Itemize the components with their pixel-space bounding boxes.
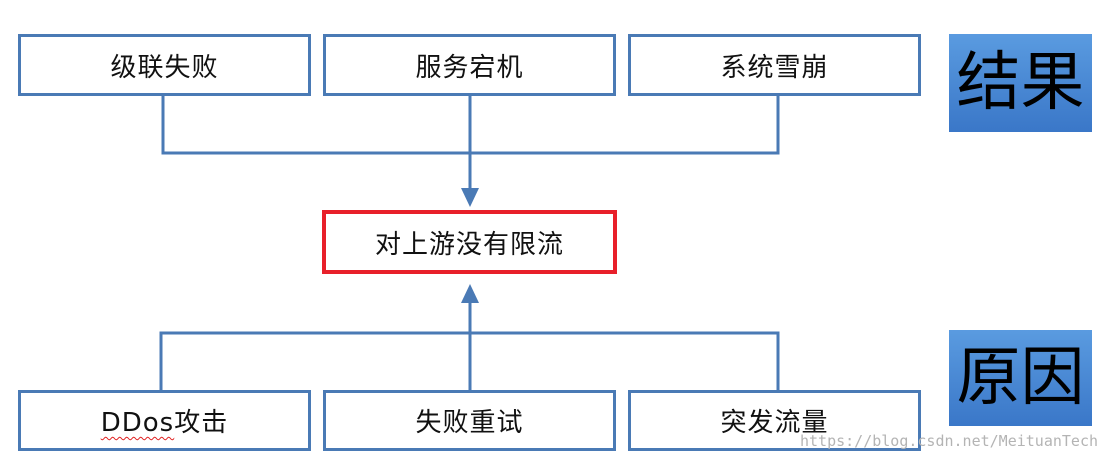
- watermark: https://blog.csdn.net/MeituanTech: [799, 432, 1098, 450]
- cause-box-traffic-burst: 突发流量: [628, 390, 921, 451]
- causes-tag-label: 原因: [956, 341, 1085, 415]
- result-box-label: 系统雪崩: [720, 52, 829, 83]
- result-box-label: 服务宕机: [415, 52, 524, 83]
- cause-box-label: 失败重试: [415, 408, 524, 438]
- result-box-service-down: 服务宕机: [323, 34, 616, 96]
- arrow-up-icon: [461, 284, 479, 303]
- center-box-label: 对上游没有限流: [374, 229, 564, 260]
- center-box-no-upstream-rate-limit: 对上游没有限流: [322, 210, 617, 274]
- result-box-system-avalanche: 系统雪崩: [628, 34, 921, 96]
- results-tag-label: 结果: [956, 46, 1085, 120]
- cause-box-label: 突发流量: [720, 408, 829, 438]
- cause-box-ddos-attack: DDos攻击: [18, 390, 311, 451]
- arrow-down-icon: [461, 188, 479, 207]
- result-box-label: 级联失败: [110, 52, 219, 83]
- cause-box-label: DDos攻击: [101, 402, 229, 439]
- cause-box-label-rest: 攻击: [174, 408, 229, 438]
- causes-tag: 原因: [949, 330, 1092, 426]
- cause-box-retry-on-failure: 失败重试: [323, 390, 616, 451]
- result-box-cascading-failure: 级联失败: [18, 34, 311, 96]
- spellcheck-underlined-text: DDos: [100, 408, 175, 438]
- results-tag: 结果: [949, 34, 1092, 132]
